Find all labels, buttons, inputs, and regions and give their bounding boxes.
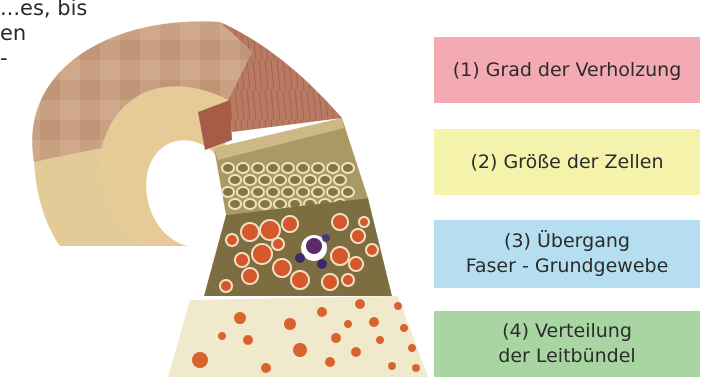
hexagonal-cell [297, 187, 309, 197]
transition-cell [332, 214, 348, 230]
hexagonal-cell [274, 199, 286, 209]
transition-cell [366, 244, 378, 256]
hexagonal-cell [222, 187, 234, 197]
label-lignification: (1) Grad der Verholzung [434, 37, 700, 103]
transition-cell [322, 274, 338, 290]
hexagonal-cell [312, 187, 324, 197]
transition-cell [359, 217, 369, 227]
hexagonal-cell [274, 175, 286, 185]
vascular-bundle-dot [408, 344, 416, 352]
hexagonal-cell [267, 187, 279, 197]
transition-cell [331, 247, 349, 265]
hexagonal-cell [304, 175, 316, 185]
vascular-bundle-dot [317, 307, 327, 317]
label-cell-size: (2) Größe der Zellen [434, 129, 700, 195]
transition-cell [351, 229, 365, 243]
vascular-bundle-dot [388, 362, 396, 370]
hexagonal-cell [282, 163, 294, 173]
plant-stem-cross-section-illustration [0, 0, 430, 377]
hexagonal-cell [342, 163, 354, 173]
transition-cell [220, 280, 232, 292]
vascular-bundle-dot [344, 320, 352, 328]
transition-cell [241, 223, 259, 241]
hexagonal-cell [259, 199, 271, 209]
hexagonal-cell [327, 187, 339, 197]
transition-cell [342, 274, 354, 286]
hexagonal-cell [252, 187, 264, 197]
hexagonal-cell [289, 175, 301, 185]
transition-cell [235, 253, 249, 267]
hexagonal-cell [252, 163, 264, 173]
vascular-bundle-dot [192, 352, 208, 368]
vascular-bundle-dot [355, 299, 365, 309]
vascular-bundle-dot [293, 343, 307, 357]
vascular-bundle-dot [394, 302, 402, 310]
vascular-bundle-dot [376, 336, 384, 344]
vascular-bundle-dot [234, 312, 246, 324]
transition-cell [252, 244, 272, 264]
transition-cell [349, 257, 363, 271]
label-bundle-distribution: (4) Verteilung der Leitbündel [434, 311, 700, 377]
hexagonal-cell [334, 175, 346, 185]
vascular-bundle-dot [351, 347, 361, 357]
vascular-bundle-dot [243, 335, 253, 345]
vascular-bundle-dot [261, 363, 271, 373]
hexagonal-cell [297, 163, 309, 173]
hexagonal-cell [222, 163, 234, 173]
hexagonal-cell [327, 163, 339, 173]
hexagonal-cell [244, 175, 256, 185]
hexagonal-cell [229, 175, 241, 185]
hexagonal-cell [312, 163, 324, 173]
vascular-bundle-dot [218, 332, 226, 340]
vascular-bundle-dot [412, 364, 420, 372]
hexagonal-cell [267, 163, 279, 173]
transition-cell [272, 238, 284, 250]
vascular-bundle-dot [284, 318, 296, 330]
vascular-bundle-dot [369, 317, 379, 327]
hexagonal-cell [319, 175, 331, 185]
vascular-bundle-dot [325, 357, 335, 367]
transition-cell [260, 220, 280, 240]
vascular-bundle-dot [400, 324, 408, 332]
transition-cell [291, 271, 309, 289]
hexagonal-cell [244, 199, 256, 209]
transition-cell [273, 259, 291, 277]
label-fiber-transition: (3) Übergang Faser - Grundgewebe [434, 220, 700, 288]
hexagonal-cell [342, 187, 354, 197]
hexagonal-cell [229, 199, 241, 209]
transition-cell [242, 268, 258, 284]
hexagonal-cell [237, 163, 249, 173]
hexagonal-cell [259, 175, 271, 185]
hexagonal-cell [282, 187, 294, 197]
vascular-bundle-dot [331, 333, 341, 343]
hexagonal-cell [237, 187, 249, 197]
transition-cell [282, 216, 298, 232]
transition-cell [226, 234, 238, 246]
